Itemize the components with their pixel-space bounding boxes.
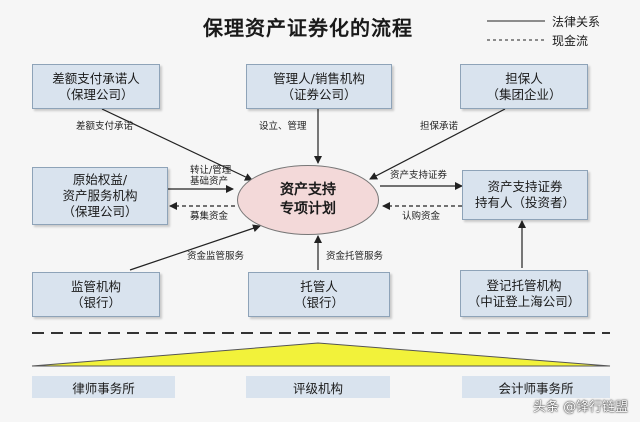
watermark: 头条 @锋行链盟: [533, 400, 629, 415]
box-originator-line2: 资产服务机构: [62, 188, 138, 203]
box-deficiency-payer: 差额支付承诺人 （保理公司）: [32, 64, 160, 109]
yellow-triangle: [31, 342, 611, 367]
label-guarantor: 担保承诺: [420, 121, 459, 132]
label-custody: 资金托管服务: [326, 251, 384, 262]
box-manager-line1: 管理人/销售机构: [273, 70, 365, 86]
box-registrar-line2: （中证登上海公司）: [467, 293, 581, 309]
box-deficiency-line2: （保理公司）: [58, 86, 134, 102]
arrow-supervisor: [129, 224, 261, 271]
center-special-plan: 资产支持 专项计划: [237, 165, 379, 235]
label-securities: 资产支持证券: [390, 170, 448, 181]
box-holder-line1: 资产支持证券: [487, 179, 563, 194]
box-registrar: 登记托管机构 （中证登上海公司）: [460, 270, 588, 317]
box-originator-line3: （保理公司）: [62, 204, 138, 219]
label-deficiency: 差额支付承诺: [76, 121, 134, 132]
box-custodian-line2: （银行）: [293, 294, 344, 310]
label-subscribe: 认购资金: [402, 211, 441, 222]
box-supervisor-line1: 监管机构: [70, 278, 121, 294]
box-manager-line2: （证券公司）: [281, 86, 357, 102]
label-transfer-2: 基础资产: [190, 176, 229, 187]
box-guarantor-line2: （集团企业）: [486, 86, 562, 102]
label-raise: 募集资金: [190, 211, 229, 222]
box-registrar-line1: 登记托管机构: [486, 277, 562, 293]
page-title: 保理资产证券化的流程: [203, 16, 413, 40]
center-line1: 资产支持: [280, 182, 336, 198]
legend-legal-label: 法律关系: [552, 15, 601, 29]
box-originator: 原始权益/ 资产服务机构 （保理公司）: [32, 167, 168, 225]
label-supervision: 资金监管服务: [187, 251, 245, 262]
box-accountant: 会计师事务所: [462, 376, 610, 398]
box-custodian-line1: 托管人: [300, 278, 338, 294]
box-supervisor-line2: （银行）: [70, 294, 121, 310]
box-rating: 评级机构: [246, 376, 390, 398]
box-originator-line1: 原始权益/: [72, 172, 128, 187]
center-line2: 专项计划: [280, 201, 336, 217]
box-custodian: 托管人 （银行）: [248, 272, 390, 317]
box-guarantor-line1: 担保人: [505, 70, 543, 86]
box-supervisor: 监管机构 （银行）: [32, 272, 160, 317]
label-transfer-1: 转让/管理: [190, 165, 232, 176]
arrow-deficiency: [101, 108, 253, 181]
box-holder-line2: 持有人（投资者）: [474, 195, 575, 210]
arrow-guarantor: [369, 108, 506, 180]
label-manager: 设立、管理: [259, 121, 307, 132]
box-guarantor: 担保人 （集团企业）: [460, 64, 588, 109]
box-manager: 管理人/销售机构 （证券公司）: [246, 64, 392, 109]
box-deficiency-line1: 差额支付承诺人: [52, 70, 140, 86]
box-lawyer: 律师事务所: [32, 376, 175, 398]
box-holder: 资产支持证券 持有人（投资者）: [462, 170, 588, 220]
legend-cash-label: 现金流: [552, 34, 589, 48]
